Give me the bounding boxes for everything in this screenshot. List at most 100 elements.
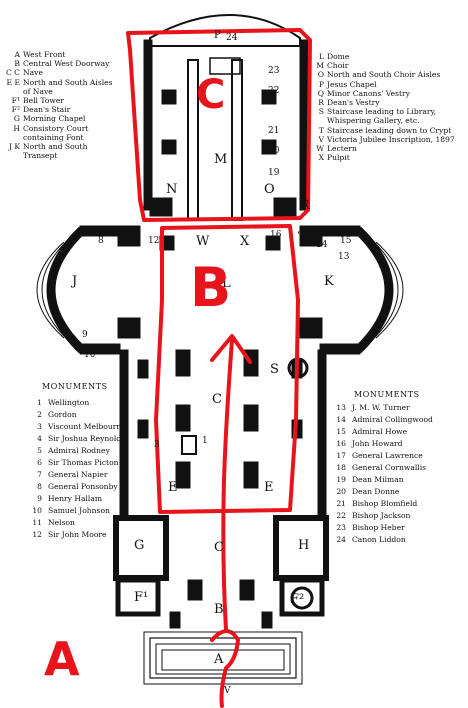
plan-number-5: 5 <box>100 344 106 354</box>
pier <box>261 611 273 629</box>
legend-text: of Nave <box>23 86 53 96</box>
pier <box>137 419 149 439</box>
legend-key: E E <box>6 77 20 87</box>
monument-entry: 24 Canon Liddon <box>332 534 433 546</box>
monument-name: Bishop Blomfield <box>352 499 418 508</box>
monument-name: General Lawrence <box>352 451 423 460</box>
monument-name: Sir John Moore <box>48 530 107 539</box>
nave-wall-north <box>119 349 129 521</box>
legend-text: containing Font <box>23 132 84 142</box>
entry-mark <box>210 629 240 708</box>
legend-text: Consistory Court <box>23 123 89 133</box>
pier <box>243 404 259 432</box>
monument-name: Canon Liddon <box>352 535 406 544</box>
legend-text: North and South Choir Aisles <box>327 70 441 80</box>
label-e-south: E <box>264 480 274 495</box>
monument-number: 9 <box>37 494 42 503</box>
label-o: O <box>264 182 275 197</box>
monument-number: 24 <box>336 535 346 544</box>
monuments-title-right: MONUMENTS <box>354 390 420 399</box>
plan-number-23: 23 <box>268 66 280 76</box>
monument-name: John Howard <box>352 439 403 448</box>
legend-key: W <box>316 144 324 154</box>
crossing-pier <box>117 317 141 339</box>
choir-inner-south <box>231 59 243 221</box>
label-f1: F¹ <box>134 590 149 605</box>
plan-number-3: 3 <box>154 440 160 450</box>
label-s: S <box>270 362 279 377</box>
plan-number-21: 21 <box>268 126 280 136</box>
plan-number-20: 20 <box>268 146 280 156</box>
legend-key: Q <box>317 88 324 98</box>
plan-number-24: 24 <box>226 33 238 43</box>
legend-key: F¹ <box>11 96 20 106</box>
plan-number-1: 1 <box>202 436 208 446</box>
pier <box>161 89 177 105</box>
label-p: P <box>214 30 221 41</box>
monument-number: 1 <box>37 398 42 407</box>
legend-entry: Whispering Gallery, etc. <box>306 116 455 125</box>
monument-number: 6 <box>37 458 42 467</box>
monument-name: General Cornwallis <box>352 463 427 472</box>
monument-name: General Napier <box>48 470 108 479</box>
arrow-shaft <box>221 338 234 632</box>
deans-stair <box>290 586 314 610</box>
monument-name: Admiral Howe <box>352 427 408 436</box>
pier <box>137 359 149 379</box>
monument-number: 2 <box>37 410 42 419</box>
label-l: L <box>222 276 231 291</box>
annotation-a: A <box>44 632 80 686</box>
label-f2: F² <box>290 592 305 607</box>
label-g: G <box>134 538 145 553</box>
legend-key: P <box>318 79 324 89</box>
pier <box>261 89 277 105</box>
legend-text: North and South Aisles <box>23 77 113 87</box>
monuments-title-left: MONUMENTS <box>42 382 108 391</box>
monument-name: Nelson <box>48 518 75 527</box>
pier <box>161 139 177 155</box>
plan-number-14: 14 <box>316 240 328 250</box>
deans-stair-tower <box>279 577 325 617</box>
north-transept-wall <box>79 343 121 355</box>
apse-wall <box>149 14 301 47</box>
legend-text: Dean's Stair <box>23 105 71 115</box>
monument-number: 17 <box>336 451 346 460</box>
legend-key: T <box>318 125 324 135</box>
monument-name: Henry Hallam <box>48 494 103 503</box>
monument-number: 23 <box>336 523 346 532</box>
legend-key: M <box>316 61 324 71</box>
legend-key: X <box>318 153 324 163</box>
annotation-c: C <box>196 72 226 118</box>
label-m: M <box>214 152 228 167</box>
legend-entry: of Nave <box>2 87 113 96</box>
label-a: A <box>214 652 224 667</box>
legend-text: Central West Doorway <box>23 59 110 69</box>
legend-text: Dome <box>327 52 350 61</box>
plan-number-15: 15 <box>340 236 352 246</box>
legend-text: West Front <box>23 50 66 59</box>
legend-key: V <box>318 134 324 144</box>
label-r: R <box>300 198 310 213</box>
plan-number-12: 12 <box>148 236 160 246</box>
label-j: J <box>72 274 78 289</box>
